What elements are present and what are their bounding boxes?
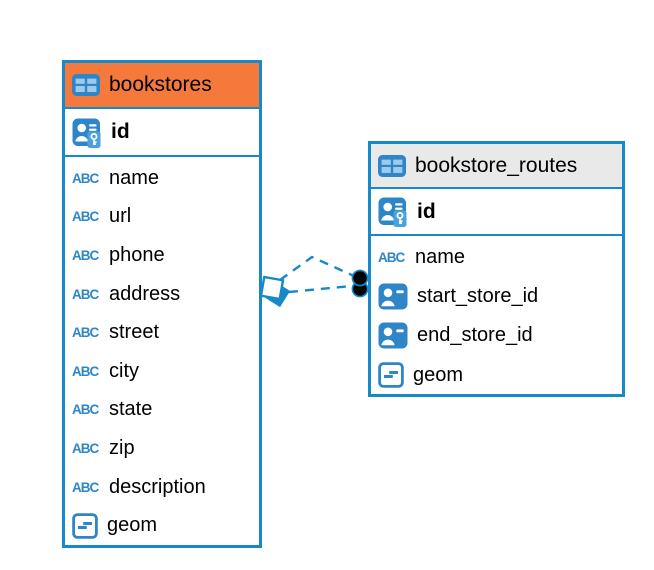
column-name: zip — [109, 436, 135, 459]
column-row[interactable]: ABC address — [65, 275, 259, 314]
column-name: end_store_id — [417, 324, 533, 347]
column-name: name — [415, 246, 466, 269]
column-name: name — [109, 166, 160, 189]
geometry-type-icon — [72, 512, 98, 539]
column-row[interactable]: ABC street — [65, 313, 259, 352]
column-row[interactable]: ABC name — [371, 238, 622, 277]
column-row[interactable]: ABC city — [65, 352, 259, 391]
relationship-connector[interactable] — [279, 255, 355, 294]
column-row[interactable]: ABC description — [65, 468, 259, 507]
table-icon — [72, 74, 100, 96]
text-type-icon: ABC — [378, 250, 405, 266]
relationship-source-marker[interactable] — [259, 275, 291, 308]
column-row[interactable]: ABC name — [65, 159, 259, 198]
text-type-icon: ABC — [72, 209, 99, 225]
table-header[interactable]: bookstore_routes — [371, 144, 622, 189]
column-row[interactable]: ABC url — [65, 198, 259, 237]
table-header[interactable]: bookstores — [65, 63, 259, 109]
column-row[interactable]: ABC zip — [65, 429, 259, 468]
text-type-icon: ABC — [72, 247, 99, 263]
column-row[interactable]: ABC state — [65, 391, 259, 430]
column-name: url — [109, 205, 132, 228]
text-type-icon: ABC — [72, 363, 99, 379]
foreign-key-icon — [378, 283, 408, 310]
column-name: state — [109, 398, 153, 421]
column-name: city — [109, 359, 139, 382]
column-row-primary-key[interactable]: id — [371, 189, 622, 236]
column-name: id — [111, 120, 130, 143]
column-name: geom — [413, 363, 464, 386]
column-row[interactable]: ABC phone — [65, 236, 259, 275]
column-row[interactable]: end_store_id — [371, 316, 622, 355]
entity-table-bookstore-routes[interactable]: bookstore_routes id ABC name start_store_i… — [368, 141, 625, 397]
column-name: geom — [107, 514, 158, 537]
text-type-icon: ABC — [72, 479, 99, 495]
relationship-target-marker[interactable] — [351, 269, 369, 298]
primary-key-icon — [72, 118, 101, 148]
column-row-primary-key[interactable]: id — [65, 109, 259, 157]
column-name: address — [109, 282, 181, 305]
foreign-key-icon — [378, 322, 408, 349]
table-name: bookstore_routes — [415, 153, 578, 177]
table-name: bookstores — [109, 73, 212, 96]
column-name: start_store_id — [417, 285, 539, 308]
column-name: id — [417, 199, 436, 223]
column-name: phone — [109, 243, 165, 266]
primary-key-icon — [378, 197, 407, 227]
column-name: street — [109, 321, 160, 344]
text-type-icon: ABC — [72, 325, 99, 341]
relationship-line-1 — [279, 255, 355, 281]
column-row[interactable]: geom — [371, 356, 622, 395]
geometry-type-icon — [378, 362, 404, 388]
text-type-icon: ABC — [72, 286, 99, 302]
relationship-line-2 — [288, 284, 353, 294]
column-name: description — [109, 475, 206, 498]
text-type-icon: ABC — [72, 170, 99, 186]
text-type-icon: ABC — [72, 440, 99, 456]
column-row[interactable]: geom — [65, 506, 259, 545]
column-row[interactable]: start_store_id — [371, 277, 622, 316]
table-icon — [378, 154, 406, 177]
text-type-icon: ABC — [72, 402, 99, 418]
